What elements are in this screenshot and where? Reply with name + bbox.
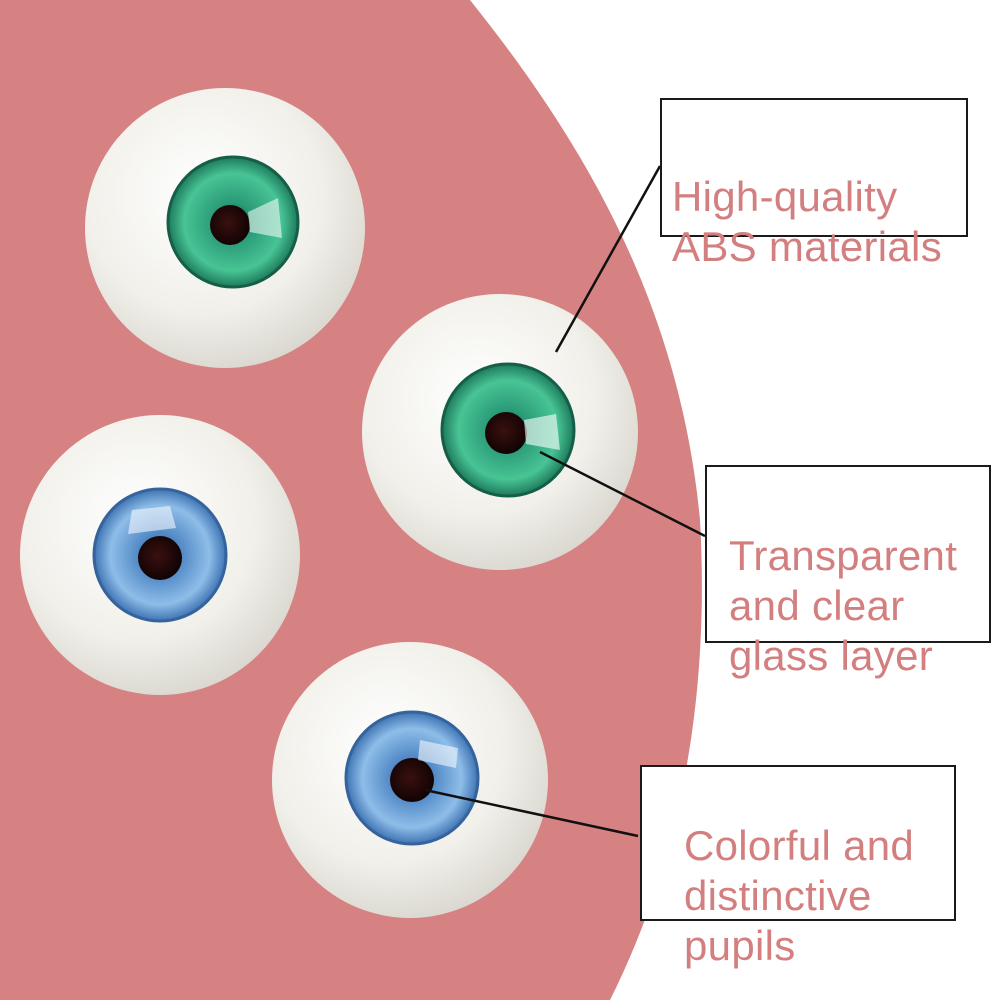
- callout-glass-text: Transparent and clear glass layer: [729, 532, 958, 679]
- eye-blue-left: [20, 415, 300, 695]
- callout-abs-text: High-quality ABS materials: [672, 173, 942, 270]
- leader-line-glass: [539, 450, 706, 538]
- callout-pupils: Colorful and distinctive pupils: [640, 765, 956, 969]
- callout-glass-layer: Transparent and clear glass layer: [705, 465, 991, 679]
- pupil: [138, 536, 182, 580]
- leader-line-abs: [554, 165, 662, 353]
- pupil: [390, 758, 434, 802]
- leader-line-pupils: [424, 788, 639, 838]
- callout-pupils-text: Colorful and distinctive pupils: [684, 822, 915, 969]
- eye-green-top-left: [85, 88, 365, 368]
- pupil: [210, 205, 250, 245]
- callout-abs-materials: High-quality ABS materials: [660, 98, 968, 270]
- pupil: [485, 412, 527, 454]
- eye-blue-bottom: [272, 642, 548, 918]
- eye-green-center: [362, 294, 638, 570]
